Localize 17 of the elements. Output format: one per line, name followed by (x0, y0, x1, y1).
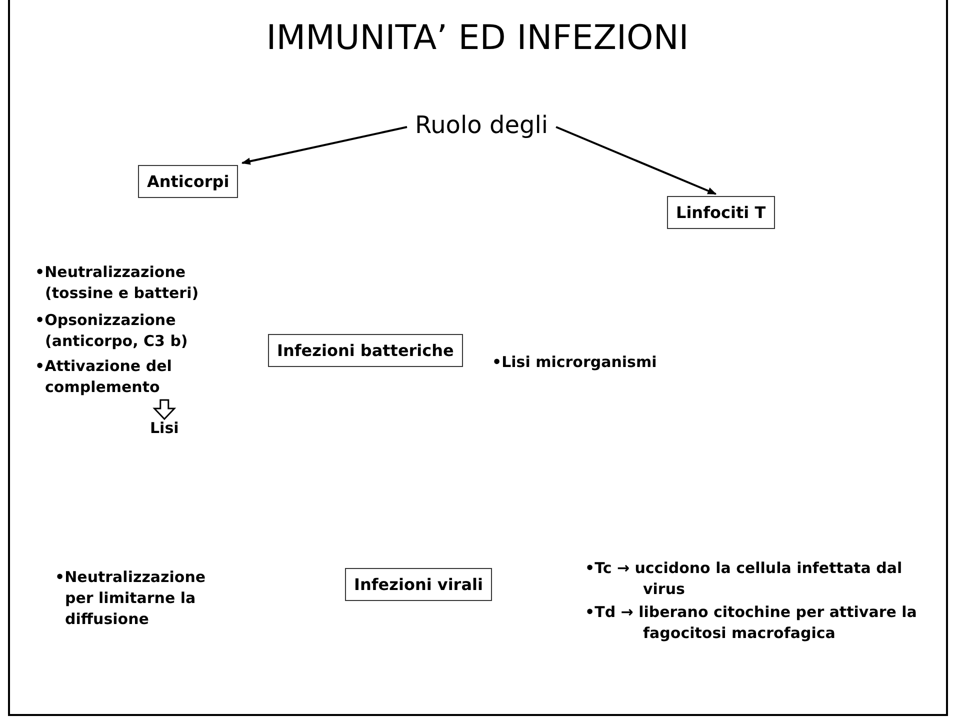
arrow (241, 126, 408, 165)
category-label: Linfociti T (667, 196, 775, 229)
category-label: Infezioni batteriche (268, 334, 463, 367)
result-text: Lisi (150, 418, 179, 439)
list-item: •Attivazione del complemento (35, 356, 185, 398)
bullet-text: •Td → liberano citochine per attivare la fagocitosi macrofagica (585, 602, 918, 644)
category-label: Infezioni virali (345, 568, 492, 601)
category-label: Anticorpi (138, 165, 238, 198)
bullet-text: •Neutralizzazione per limitarne la diffusione (55, 567, 207, 630)
block-arrow (152, 399, 176, 420)
heading-text: Ruolo degli (415, 110, 548, 140)
bullet-text: •Neutralizzazione (tossine e batteri) (35, 262, 200, 304)
bullet-text: •Opsonizzazione (anticorpo, C3 b) (35, 310, 189, 352)
arrow (556, 126, 717, 195)
bullet-text: •Tc → uccidono la cellula infettata dal virus (585, 558, 904, 600)
bullet-text: •Lisi microrganismi (492, 352, 658, 373)
title: IMMUNITA’ ED INFEZIONI (265, 18, 690, 58)
